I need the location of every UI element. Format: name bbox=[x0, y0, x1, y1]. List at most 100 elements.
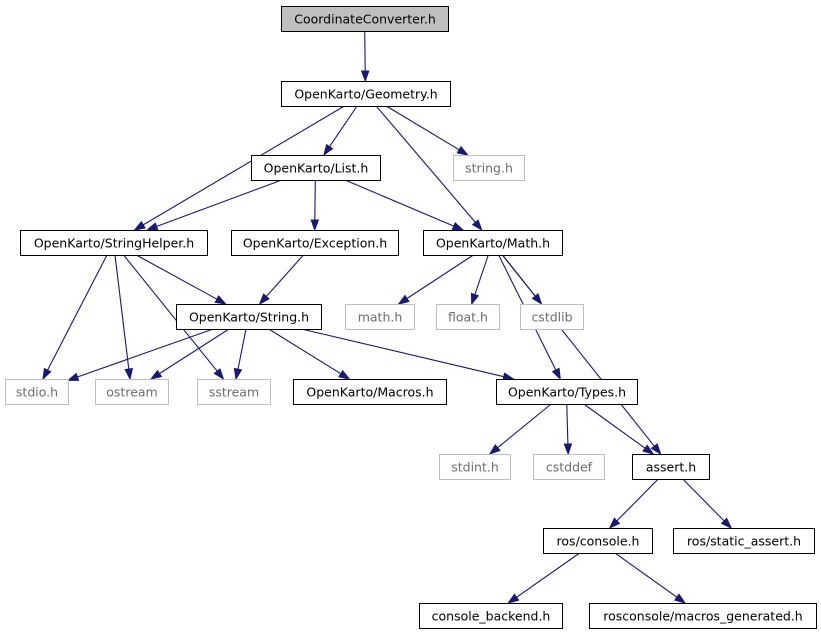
edge-arrowhead bbox=[323, 143, 334, 157]
edge-ros-console-to-rosconsole-macros bbox=[614, 552, 687, 604]
edge-line bbox=[136, 254, 218, 300]
edge-line bbox=[265, 254, 304, 297]
node-ros-static-assert[interactable]: ros/static_assert.h bbox=[673, 528, 815, 554]
edge-line bbox=[386, 105, 460, 151]
edge-types-to-assert bbox=[583, 403, 655, 455]
edge-line bbox=[406, 254, 474, 299]
node-stdint: stdint.h bbox=[439, 454, 511, 480]
node-label: OpenKarto/Macros.h bbox=[306, 385, 433, 400]
edge-line bbox=[156, 179, 282, 228]
node-box bbox=[281, 6, 449, 32]
edge-math-to-assert bbox=[501, 254, 662, 456]
edge-arrowhead bbox=[563, 443, 573, 456]
edge-line bbox=[329, 105, 358, 148]
edge-list-to-string-helper bbox=[145, 179, 282, 231]
edge-geometry-to-math bbox=[375, 105, 483, 232]
node-box bbox=[345, 304, 415, 330]
edge-line bbox=[77, 328, 214, 378]
node-geometry[interactable]: OpenKarto/Geometry.h bbox=[281, 81, 451, 107]
edge-line bbox=[114, 254, 130, 370]
node-box bbox=[95, 379, 169, 405]
node-box bbox=[673, 528, 815, 554]
node-box bbox=[439, 454, 511, 480]
edge-line bbox=[474, 254, 489, 295]
node-label: rosconsole/macros_generated.h bbox=[603, 609, 802, 624]
edge-arrowhead bbox=[258, 293, 270, 306]
node-label: OpenKarto/Exception.h bbox=[243, 236, 387, 251]
node-rosconsole-macros[interactable]: rosconsole/macros_generated.h bbox=[589, 603, 817, 629]
edge-arrowhead bbox=[233, 367, 243, 381]
node-label: console_backend.h bbox=[432, 609, 551, 624]
node-list[interactable]: OpenKarto/List.h bbox=[251, 155, 381, 181]
node-box bbox=[251, 155, 381, 181]
edge-string-helper-to-stdio bbox=[42, 254, 108, 381]
edge-list-to-exception bbox=[310, 179, 320, 232]
edge-line bbox=[516, 552, 581, 598]
edge-line bbox=[375, 105, 476, 223]
node-label: float.h bbox=[448, 310, 488, 325]
edge-arrowhead bbox=[451, 221, 465, 231]
node-math[interactable]: OpenKarto/Math.h bbox=[423, 230, 563, 256]
edge-list-to-math bbox=[344, 179, 465, 231]
node-console-backend[interactable]: console_backend.h bbox=[419, 603, 563, 629]
edge-string-to-macros bbox=[268, 328, 351, 380]
edge-arrowhead bbox=[470, 292, 480, 306]
edge-line bbox=[501, 254, 655, 447]
node-math-system: math.h bbox=[345, 304, 415, 330]
edge-arrowhead bbox=[488, 444, 501, 455]
edge-arrowhead bbox=[397, 294, 410, 305]
edge-arrowhead bbox=[551, 367, 561, 381]
edge-string-helper-to-ostream bbox=[114, 254, 134, 381]
nodes-layer: CoordinateConverter.hOpenKarto/Geometry.… bbox=[5, 6, 817, 629]
edge-arrowhead bbox=[145, 222, 159, 231]
node-string-helper[interactable]: OpenKarto/StringHelper.h bbox=[20, 230, 208, 256]
node-stdio: stdio.h bbox=[5, 379, 69, 405]
node-types[interactable]: OpenKarto/Types.h bbox=[496, 379, 638, 405]
node-box bbox=[197, 379, 271, 405]
node-string[interactable]: OpenKarto/String.h bbox=[176, 304, 322, 330]
node-label: OpenKarto/List.h bbox=[264, 161, 369, 176]
node-box bbox=[423, 230, 563, 256]
edge-arrowhead bbox=[310, 219, 320, 232]
edge-line bbox=[616, 478, 659, 522]
node-coordinate-converter[interactable]: CoordinateConverter.h bbox=[281, 6, 449, 32]
edge-line bbox=[237, 328, 247, 370]
edge-line bbox=[614, 552, 678, 598]
node-box bbox=[5, 379, 69, 405]
node-label: OpenKarto/StringHelper.h bbox=[34, 236, 194, 251]
edge-arrowhead bbox=[673, 593, 687, 604]
edge-line bbox=[47, 254, 108, 371]
edge-coordinate-converter-to-geometry bbox=[360, 30, 370, 83]
edge-arrowhead bbox=[149, 369, 163, 380]
edge-types-to-cstddef bbox=[563, 403, 573, 456]
node-box bbox=[231, 230, 399, 256]
edge-geometry-to-string-system bbox=[386, 105, 469, 156]
node-box bbox=[632, 454, 710, 480]
node-box bbox=[176, 304, 322, 330]
node-assert[interactable]: assert.h bbox=[632, 454, 710, 480]
edge-geometry-to-list bbox=[323, 105, 358, 157]
node-ros-console[interactable]: ros/console.h bbox=[543, 528, 653, 554]
node-label: OpenKarto/Types.h bbox=[508, 385, 626, 400]
node-macros[interactable]: OpenKarto/Macros.h bbox=[293, 379, 447, 405]
node-cstddef: cstddef bbox=[533, 454, 605, 480]
edge-arrowhead bbox=[642, 444, 655, 455]
edge-line bbox=[583, 403, 646, 449]
edge-arrowhead bbox=[133, 220, 146, 231]
edge-arrowhead bbox=[471, 219, 483, 232]
edge-assert-to-ros-static-assert bbox=[682, 478, 733, 530]
node-box bbox=[453, 155, 525, 181]
node-label: cstddef bbox=[546, 460, 593, 475]
edge-line bbox=[682, 478, 725, 522]
node-exception[interactable]: OpenKarto/Exception.h bbox=[231, 230, 399, 256]
node-ostream: ostream bbox=[95, 379, 169, 405]
edge-geometry-to-string-helper bbox=[133, 105, 345, 231]
node-label: cstdlib bbox=[531, 310, 572, 325]
edge-arrowhead bbox=[720, 517, 733, 530]
node-label: string.h bbox=[465, 161, 513, 176]
node-box bbox=[436, 304, 500, 330]
node-box bbox=[543, 528, 653, 554]
edge-line bbox=[123, 254, 218, 372]
